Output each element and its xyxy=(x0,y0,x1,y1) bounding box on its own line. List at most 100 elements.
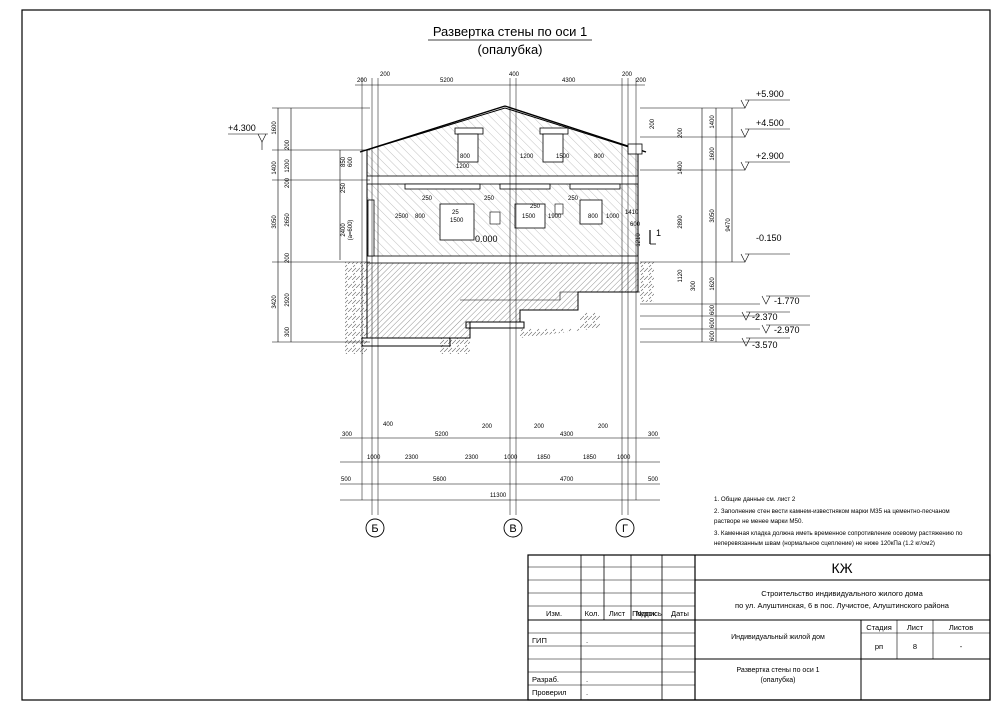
dim-right-small: 2890 xyxy=(678,215,684,229)
drawing-title: Развертка стены по оси 1 xyxy=(433,24,587,39)
dim-bottom-2: 1000 xyxy=(367,455,381,461)
window-lower-left xyxy=(439,203,475,241)
elev-right: +4.500 xyxy=(756,118,784,128)
dim-right-bottom: 600 xyxy=(710,304,716,315)
dim-bottom-1: 5200 xyxy=(435,432,449,438)
elev-right: -2.370 xyxy=(752,312,778,322)
general-notes: 1. Общие данные см. лист 2 2. Заполнение… xyxy=(714,496,963,547)
note-line: 3. Каменная кладка должна иметь временно… xyxy=(714,530,963,537)
dim-opening: 1500 xyxy=(556,154,570,160)
dim-bottom-2: 1850 xyxy=(583,455,597,461)
dim-opening: 800 xyxy=(415,214,426,220)
dim-bottom-total: 11300 xyxy=(490,493,507,499)
tb-code: КЖ xyxy=(831,560,852,576)
dim-left-outer: 3050 xyxy=(272,215,278,229)
dim-left-outer: 3420 xyxy=(272,295,278,309)
tb-header: №док xyxy=(636,609,657,618)
axis-label-g: Г xyxy=(622,523,628,535)
dim-bottom-2: 1850 xyxy=(537,455,551,461)
elev-right: +5.900 xyxy=(756,89,784,99)
right-dimensions xyxy=(640,107,760,343)
dim-bottom-2: 1000 xyxy=(617,455,631,461)
right-dim-labels: 1400 1600 3050 1620 9470 200 200 1400 28… xyxy=(636,115,732,341)
dim-right-small: 1400 xyxy=(678,161,684,175)
dim-vertical: (a=600) xyxy=(348,220,354,241)
dim-right-small: 200 xyxy=(678,127,684,138)
dim-right-inner: 1620 xyxy=(710,277,716,291)
dim-opening: 1200 xyxy=(520,154,534,160)
soil-bottom-right xyxy=(520,312,600,338)
tb-header: Даты xyxy=(671,609,689,618)
footing-right xyxy=(465,321,525,329)
door-opening xyxy=(367,199,375,257)
dim-right-small: 300 xyxy=(691,280,697,291)
left-dim-labels: 1600 1400 3050 3420 200 1200 200 2650 20… xyxy=(272,121,354,337)
dim-right-inner: 3050 xyxy=(710,209,716,223)
upper-window-left xyxy=(454,127,484,163)
soil-right xyxy=(640,262,654,302)
dim-bottom-3: 500 xyxy=(341,477,352,483)
tb-header: Подпись xyxy=(632,609,662,618)
tb-stage-label: Стадия xyxy=(866,623,892,632)
axis-markers: Б В Г xyxy=(365,518,635,538)
small-opening-2 xyxy=(554,203,564,215)
dim-bottom-3: 4700 xyxy=(560,477,574,483)
elev-right: -1.770 xyxy=(774,296,800,306)
dim-left-inner: 200 xyxy=(285,252,291,263)
dim-vertical: 250 xyxy=(341,182,347,193)
roof-edge-right xyxy=(504,105,647,153)
dim-left-outer: 1600 xyxy=(272,121,278,135)
dim-opening: 800 xyxy=(588,214,599,220)
dim-bottom-2: 1000 xyxy=(504,455,518,461)
dim-top: 200 xyxy=(622,72,633,78)
dim-opening: 2500 xyxy=(395,214,409,220)
right-elevation-labels: +5.900 +4.500 +2.900 -0.150 -1.770 -2.37… xyxy=(752,89,800,350)
tb-header: Изм. xyxy=(546,609,562,618)
roof-edge xyxy=(359,105,506,153)
dim-bottom-1: 200 xyxy=(534,424,545,430)
dim-right-bottom: 600 xyxy=(710,317,716,328)
dim-right-small: 1120 xyxy=(678,269,684,283)
roof-end-right xyxy=(627,143,643,155)
dim-bottom-1: 200 xyxy=(598,424,609,430)
dim-top: 400 xyxy=(509,72,520,78)
lintel-3 xyxy=(569,183,621,190)
tb-sheets-label: Листов xyxy=(949,623,973,632)
section-mark-number: 1 xyxy=(656,228,661,238)
tb-object-name: Индивидуальный жилой дом xyxy=(731,633,825,641)
dim-vertical: 600 xyxy=(348,156,354,167)
dim-opening: 1200 xyxy=(456,164,470,170)
wall-elevation xyxy=(345,105,654,354)
dim-opening: 1500 xyxy=(450,218,464,224)
floor-elevation: 0.000 xyxy=(475,234,498,244)
tb-stage-value: рп xyxy=(875,642,883,651)
elev-right: -3.570 xyxy=(752,340,778,350)
note-line: неперевязанным швам (нормальное сцеплени… xyxy=(714,540,935,547)
footing xyxy=(361,337,451,347)
dim-left-inner: 1200 xyxy=(285,159,291,173)
left-elevation-mark: +4.300 xyxy=(228,123,268,150)
dim-opening: 250 xyxy=(422,196,433,202)
dim-vertical: 850 xyxy=(341,156,347,167)
dim-left-inner: 300 xyxy=(285,326,291,337)
dim-right-inner: 1600 xyxy=(710,147,716,161)
gable-wall xyxy=(366,107,639,181)
dim-right-inner: 1400 xyxy=(710,115,716,129)
dim-bottom-3: 5600 xyxy=(433,477,447,483)
elev-right: +2.900 xyxy=(756,151,784,161)
drawing-subtitle: (опалубка) xyxy=(477,42,542,57)
note-line: растворе не менее марки М50. xyxy=(714,518,803,525)
sheet-frame xyxy=(21,9,991,701)
tb-role-dev: Разраб. xyxy=(532,675,559,684)
dim-right-total: 9470 xyxy=(726,218,732,232)
axis-label-v: В xyxy=(509,523,516,535)
right-elevation-marks xyxy=(740,99,810,347)
left-dimensions xyxy=(272,107,370,343)
dim-opening: 1900 xyxy=(548,214,562,220)
dim-bottom-2: 2300 xyxy=(465,455,479,461)
tb-role-check: Проверил xyxy=(532,688,567,697)
dim-left-inner: 2920 xyxy=(285,293,291,307)
dim-opening: 25 xyxy=(452,210,459,216)
dim-right-bottom: 600 xyxy=(710,330,716,341)
